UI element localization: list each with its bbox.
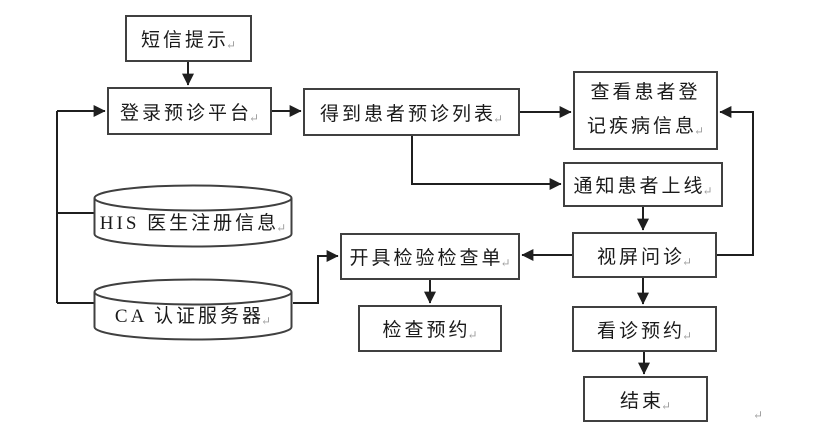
node-consult-booking-label: 看诊预约 (596, 320, 685, 342)
node-view-patient-info: 查看患者登 记疾病信息↵ (573, 71, 718, 150)
return-mark: ↵ (702, 184, 713, 198)
return-mark: ↵ (500, 256, 511, 270)
return-mark: ↵ (276, 220, 287, 235)
return-mark: ↵ (681, 328, 693, 343)
cylinder-shape (93, 184, 293, 248)
node-issue-order: 开具检验检查单↵ (340, 233, 520, 280)
cylinder-shape (93, 278, 293, 341)
node-view-info-line1: 查看患者登 (590, 82, 701, 103)
node-consult-booking: 看诊预约↵ (572, 306, 717, 352)
return-mark: ↵ (248, 110, 260, 125)
node-end: 结束↵ (583, 376, 708, 422)
return-mark: ↵ (753, 408, 764, 422)
node-his-database: HIS 医生注册信息↵ (93, 184, 293, 248)
return-mark: ↵ (261, 314, 272, 328)
node-login-platform: 登录预诊平台↵ (107, 87, 272, 135)
return-mark: ↵ (660, 398, 672, 413)
return-mark: ↵ (693, 124, 705, 138)
node-patient-list-label: 得到患者预诊列表 (319, 103, 496, 125)
edge-ca-order (293, 250, 339, 304)
node-sms-label: 短信提示 (140, 30, 229, 51)
node-exam-booking-label: 检查预约 (382, 320, 471, 341)
return-mark: ↵ (467, 328, 478, 342)
node-video-consult-label: 视屏问诊 (596, 246, 685, 268)
node-video-consult: 视屏问诊↵ (572, 232, 717, 278)
node-patient-list: 得到患者预诊列表↵ (303, 88, 520, 136)
node-issue-order-label: 开具检验检查单 (349, 248, 504, 269)
node-notify-patient-online: 通知患者上线↵ (563, 162, 723, 207)
node-login-label: 登录预诊平台 (119, 102, 252, 124)
node-view-info-line2: 记疾病信息 (586, 116, 697, 137)
node-exam-booking: 检查预约↵ (358, 305, 502, 352)
return-mark: ↵ (681, 254, 693, 269)
node-notify-label: 通知患者上线 (573, 176, 706, 197)
return-mark: ↵ (492, 111, 504, 126)
node-end-label: 结束 (619, 390, 664, 412)
edge-video-viewinfo (717, 106, 754, 256)
node-his-label: HIS 医生注册信息 (99, 212, 280, 234)
node-sms-prompt: 短信提示↵ (125, 15, 252, 62)
node-ca-server: CA 认证服务器↵ (93, 278, 293, 341)
return-mark: ↵ (225, 38, 237, 52)
edge-list-notify (411, 136, 562, 190)
node-ca-label: CA 认证服务器 (114, 306, 265, 327)
